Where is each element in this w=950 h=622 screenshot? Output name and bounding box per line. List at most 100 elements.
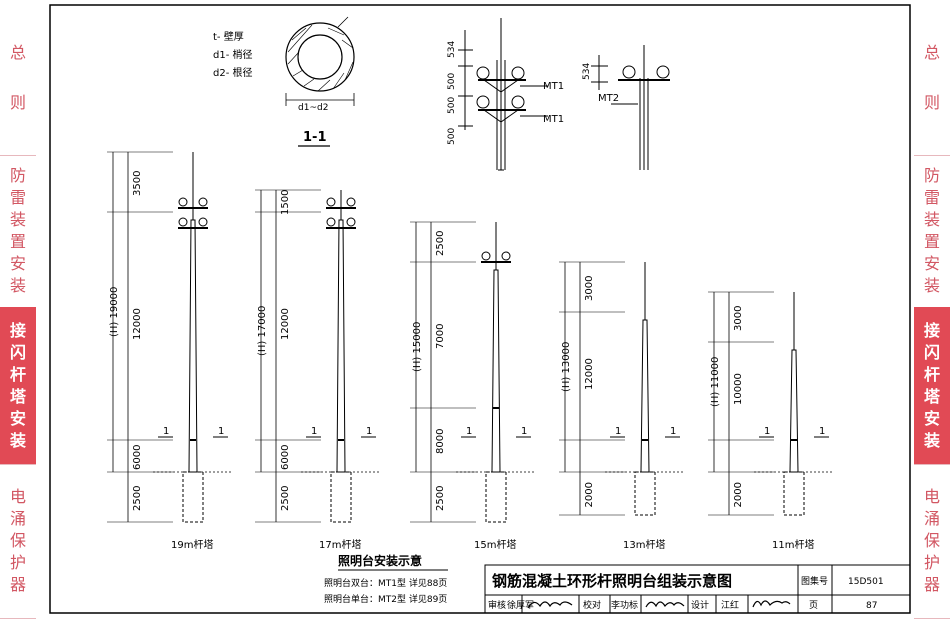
sheet-border	[49, 4, 911, 614]
tower-2-segment-label: 12000	[280, 308, 291, 340]
design-label: 设计	[691, 599, 709, 611]
left-tab-4-char: 器	[9, 575, 26, 594]
tower-1-segment-label: 6000	[132, 445, 143, 470]
left-tab-2-char: 置	[9, 232, 26, 251]
tower-4-name: 13m杆塔	[623, 538, 665, 551]
right-chapter-tabs: 总则防雷装置安装接闪杆塔安装电涌保护器	[914, 0, 950, 619]
right-tab-4-char: 保	[923, 531, 940, 550]
tower-1-lamp	[178, 217, 188, 227]
right-tab-2-char: 雷	[923, 188, 940, 207]
left-tab-1[interactable]: 总则	[0, 0, 36, 156]
tower-3-height-label: (H) 15000	[412, 322, 423, 372]
left-tab-4-char: 保	[9, 531, 26, 550]
tower-5-base-label: 2000	[733, 482, 744, 507]
right-tab-2-char: 安	[923, 254, 940, 273]
right-tab-1-char: 则	[923, 92, 940, 112]
tower-4-segment-label: 3000	[584, 276, 595, 301]
left-tab-2-char: 装	[9, 210, 26, 229]
tower-3-section-mark-right: 1	[521, 426, 527, 437]
mt1-dim-top: 534	[447, 41, 457, 58]
section-label: 1-1	[303, 130, 327, 145]
tower-5-section-mark-left: 1	[764, 426, 770, 437]
mt2-dim: 534	[582, 63, 592, 80]
left-tab-3-char: 接	[9, 320, 26, 340]
tower-2-name: 17m杆塔	[319, 538, 361, 551]
tower-4-height-label: (H) 13000	[561, 342, 572, 392]
tower-1-lamp	[198, 217, 208, 227]
right-tab-4[interactable]: 电涌保护器	[914, 464, 950, 619]
tower-2-shaft	[336, 219, 346, 473]
designer-signature	[752, 600, 791, 608]
tower-3-base-label: 2500	[435, 486, 446, 511]
right-tab-2-char: 装	[923, 210, 940, 229]
left-tab-2-char: 安	[9, 254, 26, 273]
right-tab-4-char: 器	[923, 575, 940, 594]
tower-5-segment-label: 3000	[733, 306, 744, 331]
tower-1-lamp	[178, 197, 188, 207]
right-tab-4-char: 涌	[923, 509, 940, 528]
checker-signature	[645, 601, 685, 608]
left-tab-4-char: 电	[9, 487, 26, 506]
left-chapter-tabs: 总则防雷装置安装接闪杆塔安装电涌保护器	[0, 0, 36, 619]
left-tab-3[interactable]: 接闪杆塔安装	[0, 307, 36, 465]
review-label: 审核	[488, 599, 506, 611]
left-tab-3-char: 安	[9, 408, 26, 428]
left-tab-4-char: 护	[9, 553, 26, 572]
tower-2-lamp	[326, 217, 336, 227]
left-tab-1-char: 则	[9, 92, 26, 112]
atlas-number: 15D501	[848, 577, 884, 587]
reviewer-signature	[527, 601, 573, 609]
tower-5-shaft	[789, 349, 799, 473]
installation-title: 照明台安装示意	[338, 553, 422, 568]
tower-1-height-label: (H) 19000	[109, 287, 120, 337]
legend-t: t- 壁厚	[213, 30, 244, 43]
checker-name: 李功标	[611, 599, 638, 611]
right-tab-3-char: 杆	[923, 364, 940, 384]
right-tab-3-char: 塔	[923, 386, 940, 406]
left-tab-2-char: 装	[9, 276, 26, 295]
right-tab-2-char: 置	[923, 232, 940, 251]
tower-1-name: 19m杆塔	[171, 538, 213, 551]
tower-3-foundation	[485, 471, 507, 523]
left-tab-4[interactable]: 电涌保护器	[0, 464, 36, 619]
tower-3-section-mark-left: 1	[466, 426, 472, 437]
check-label: 校对	[583, 599, 601, 611]
tower-5-foundation	[783, 471, 805, 516]
drawing-sheet: t- 壁厚 d1- 梢径 d2- 根径 d1~d2 1-1	[48, 0, 912, 618]
right-tab-2[interactable]: 防雷装置安装	[914, 155, 950, 308]
designer-name: 江红	[721, 599, 739, 611]
tower-2-section-mark-right: 1	[366, 426, 372, 437]
tower-1-section-mark-right: 1	[218, 426, 224, 437]
tower-3-segment-label: 7000	[435, 324, 446, 349]
tower-4-segment-label: 12000	[584, 358, 595, 390]
tower-2-lamp	[326, 197, 336, 207]
right-tab-1[interactable]: 总则	[914, 0, 950, 156]
section-dimension: d1~d2	[298, 103, 328, 113]
installation-note-mt2: 照明台单台：MT2型 详见89页	[324, 593, 447, 605]
reviewer-name: 徐厚军	[507, 599, 534, 611]
tower-4-section-mark-right: 1	[670, 426, 676, 437]
tower-2-lamp	[346, 197, 356, 207]
tower-3-shaft	[491, 269, 501, 473]
tower-1-segment-label: 12000	[132, 308, 143, 340]
tower-2-section-mark-left: 1	[311, 426, 317, 437]
left-tab-1-char: 总	[9, 42, 26, 62]
drawing-title: 钢筋混凝土环形杆照明台组装示意图	[492, 572, 732, 590]
right-tab-3-char: 接	[923, 320, 940, 340]
left-tab-2[interactable]: 防雷装置安装	[0, 155, 36, 308]
right-tab-4-char: 电	[923, 487, 940, 506]
tower-3-lamp	[501, 251, 511, 261]
tower-1-shaft	[188, 219, 198, 473]
tower-2-segment-label: 6000	[280, 445, 291, 470]
tower-5-name: 11m杆塔	[772, 538, 814, 551]
mt2-label: MT2	[598, 93, 619, 104]
drawing-canvas: t- 壁厚 d1- 梢径 d2- 根径 d1~d2 1-1	[49, 4, 911, 614]
installation-note-mt1: 照明台双台：MT1型 详见88页	[324, 577, 447, 589]
atlas-label: 图集号	[801, 575, 828, 587]
tower-1-base-label: 2500	[132, 486, 143, 511]
tower-5-height-label: (H) 11000	[710, 357, 721, 407]
right-tab-3[interactable]: 接闪杆塔安装	[914, 307, 950, 465]
mt1-label-lower: MT1	[543, 114, 564, 125]
tower-4-shaft	[640, 319, 650, 473]
right-tab-2-char: 防	[923, 166, 940, 185]
